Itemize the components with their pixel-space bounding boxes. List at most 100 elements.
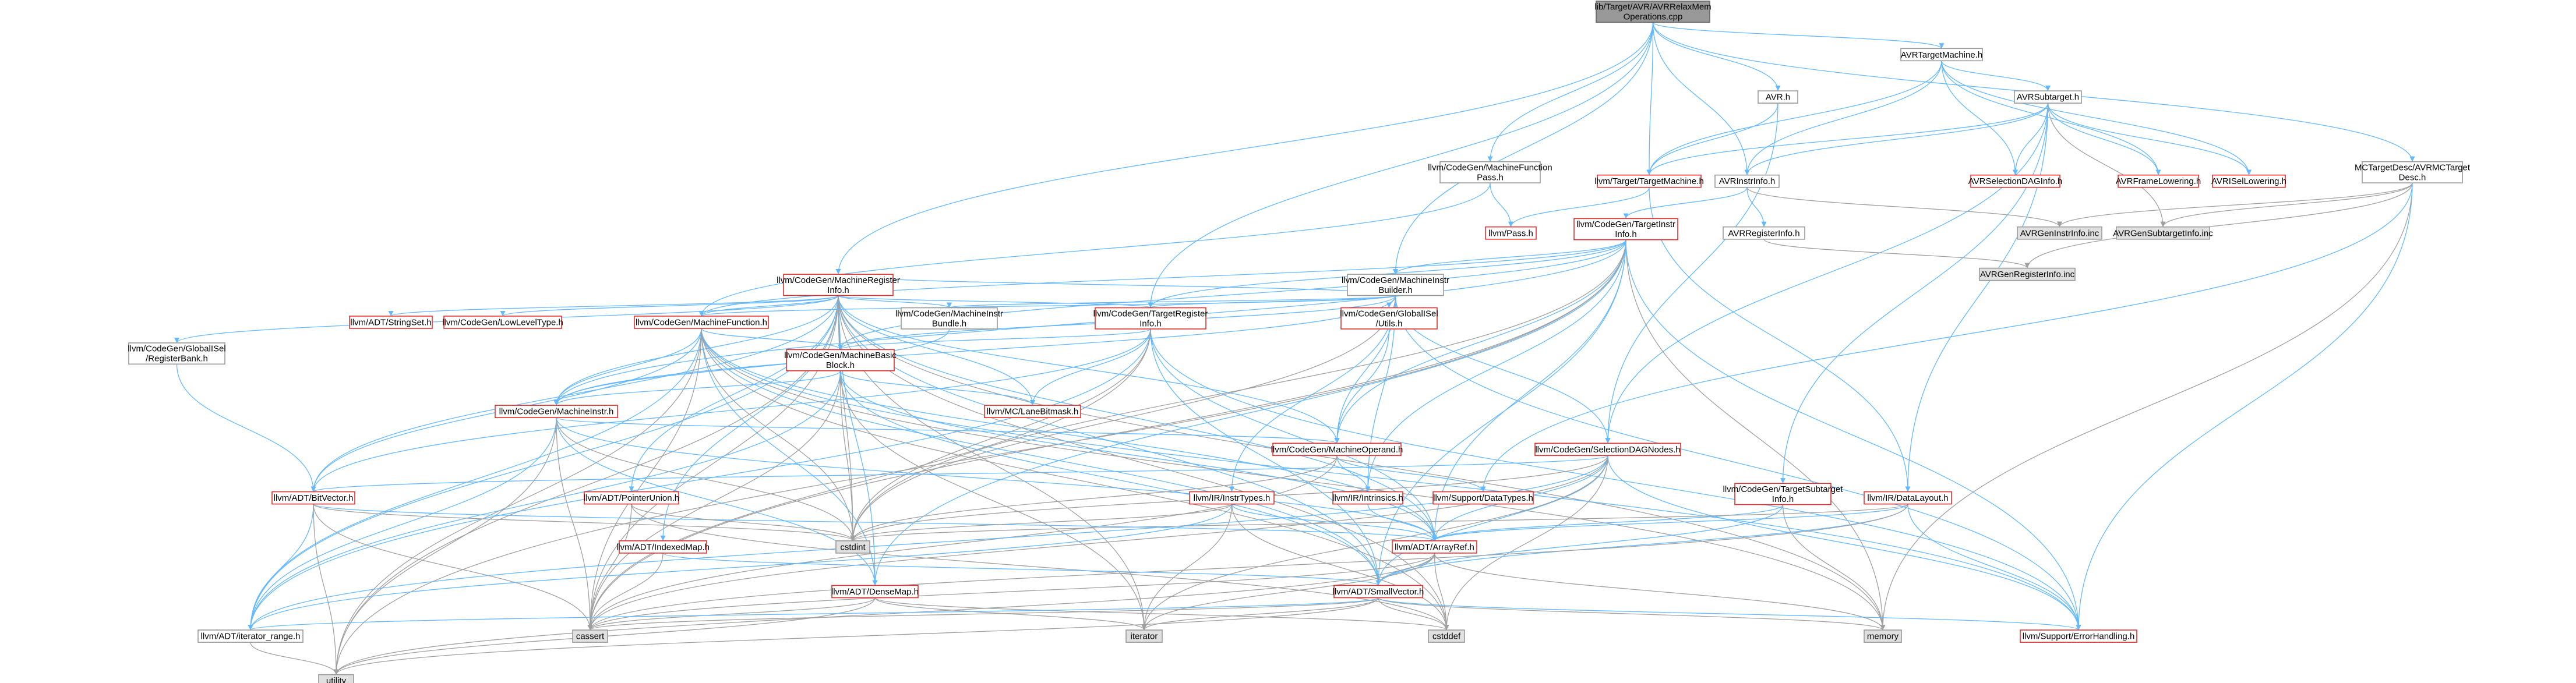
edge-tii-to-errh [1625,239,2081,631]
node-label: Info.h [1615,229,1637,239]
node-isel[interactable]: AVRISelLowering.h [2211,174,2286,188]
node-avrii[interactable]: AVRInstrInfo.h [1714,174,1780,188]
node-label: iterator [1131,632,1158,642]
node-ptrunion[interactable]: llvm/ADT/PointerUnion.h [584,491,679,505]
node-cstddef[interactable]: cstddef [1428,629,1465,643]
node-smallvec[interactable]: llvm/ADT/SmallVector.h [1333,585,1424,599]
edge-mfpass-to-pass [1490,183,1514,227]
edge-mri-to-utility [333,295,839,675]
node-gensub[interactable]: AVRGenSubtargetInfo.inc [2113,226,2213,240]
edge-avrsub-to-isel [2047,103,2252,175]
node-iterrange[interactable]: llvm/ADT/iterator_range.h [197,629,304,643]
node-memory[interactable]: memory [1864,629,1902,643]
node-box [1723,226,1805,240]
edge-arrayref-to-memory [1434,553,1886,631]
node-box [2014,90,2082,104]
node-genreg[interactable]: AVRGenRegisterInfo.inc [1979,267,2076,281]
edge-avrri-to-genreg [1763,239,2030,269]
node-label: Info.h [827,285,849,295]
node-avrsub[interactable]: AVRSubtarget.h [2014,90,2082,104]
edge-root-to-mri [835,22,1654,275]
node-errh[interactable]: llvm/Support/ErrorHandling.h [2020,629,2137,643]
edge-mi-to-densemap [556,417,878,586]
edge-mi-to-utility [333,417,557,675]
node-pass[interactable]: llvm/Pass.h [1485,226,1537,240]
node-idxmap[interactable]: llvm/ADT/IndexedMap.h [616,540,710,554]
node-strset[interactable]: llvm/ADT/StringSet.h [349,316,433,329]
node-box [2017,226,2102,240]
node-mi[interactable]: llvm/CodeGen/MachineInstr.h [495,405,618,419]
edge-tri-to-mbb [838,328,1151,350]
node-mo[interactable]: llvm/CodeGen/MachineOperand.h [1271,443,1403,456]
node-intrin[interactable]: llvm/IR/Intrinsics.h [1332,491,1403,505]
edge-tii-to-densemap [872,239,1626,586]
node-arrayref[interactable]: llvm/ADT/ArrayRef.h [1392,540,1477,554]
edge-mi-to-mo [556,417,1339,444]
node-lowlevel[interactable]: llvm/CodeGen/LowLevelType.h [442,316,563,329]
node-label: llvm/IR/DataLayout.h [1867,493,1948,503]
node-mf[interactable]: llvm/CodeGen/MachineFunction.h [634,316,769,329]
node-box [2362,161,2463,183]
node-label: Block.h [826,360,855,370]
edge-bitvec-to-utility [313,504,339,675]
node-label: Bundle.h [932,319,966,328]
node-box [2020,629,2137,643]
edge-idxmap-to-cassert [587,553,664,631]
node-box [1189,491,1275,505]
edge-arrayref-to-cassert [587,553,1435,631]
node-label: AVRGenInstrInfo.inc [2020,228,2099,238]
edge-regbank-to-bitvec [176,364,316,492]
edge-mib-to-instrtypes [1229,295,1396,492]
node-geninc[interactable]: AVRGenInstrInfo.inc [2017,226,2102,240]
node-label: llvm/ADT/DenseMap.h [831,587,919,597]
edge-avrii-to-avrri [1746,187,1767,227]
node-seldag[interactable]: AVRSelectionDAGInfo.h [1968,174,2062,188]
node-avrri[interactable]: AVRRegisterInfo.h [1723,226,1805,240]
edge-avrtm-to-avrsub [1941,61,2051,91]
node-utility[interactable]: utility [318,674,354,683]
node-sdnodes[interactable]: llvm/CodeGen/SelectionDAGNodes.h [1534,443,1681,456]
node-giutils[interactable]: llvm/CodeGen/GlobalISel/Utils.h [1340,307,1438,330]
edge-mib-to-mibundle [947,295,1396,309]
edge-ptrunion-to-cassert [587,504,632,631]
edge-mri-to-cstdint [838,295,856,541]
node-box [318,674,354,683]
node-label: Operations.cpp [1624,12,1683,22]
edge-avrh-to-sdnodes [1605,103,1779,444]
node-datatypes[interactable]: llvm/Support/DataTypes.h [1432,491,1534,505]
node-cassert[interactable]: cassert [572,629,608,643]
node-regbank[interactable]: llvm/CodeGen/GlobalISel/RegisterBank.h [128,342,226,365]
node-box [831,585,919,599]
node-cstdint[interactable]: cstdint [835,540,870,554]
node-iterator[interactable]: iterator [1125,629,1163,643]
edge-instrtypes-to-arrayref [1231,504,1437,542]
node-bitvec[interactable]: llvm/ADT/BitVector.h [271,491,355,505]
edge-ptrunion-to-cstddef [631,504,1449,631]
node-ltm[interactable]: llvm/Target/TargetMachine.h [1594,174,1704,188]
node-box [1597,174,1702,188]
node-label: AVRRegisterInfo.h [1728,228,1799,238]
node-instrtypes[interactable]: llvm/IR/InstrTypes.h [1189,491,1275,505]
node-label: utility [326,676,347,683]
node-label: llvm/CodeGen/MachineOperand.h [1271,445,1403,455]
node-avrtm[interactable]: AVRTargetMachine.h [1900,48,1983,62]
node-lanebit[interactable]: llvm/MC/LaneBitmask.h [984,405,1081,419]
node-densemap[interactable]: llvm/ADT/DenseMap.h [831,585,919,599]
node-dl[interactable]: llvm/IR/DataLayout.h [1864,491,1952,505]
node-avrh[interactable]: AVR.h [1758,90,1798,104]
edge-sdnodes-to-bitvec [311,455,1608,493]
edge-ltm-to-pass [1508,187,1650,227]
node-frame[interactable]: AVRFrameLowering.h [2116,174,2201,188]
edge-tri-to-bitvec [310,328,1151,492]
